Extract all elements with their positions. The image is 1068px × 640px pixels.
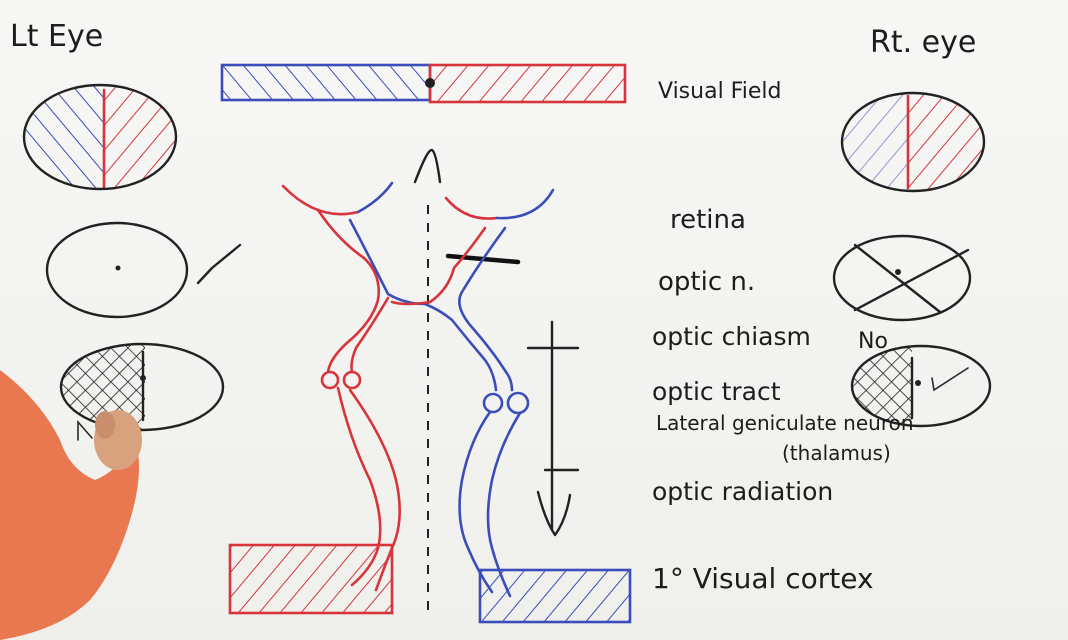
lgn-sub-label: (thalamus) bbox=[782, 441, 891, 465]
lgn-label: Lateral geniculate neuron bbox=[656, 411, 914, 435]
left-eye-intact bbox=[45, 221, 242, 319]
cross-icon bbox=[853, 243, 970, 314]
visual-cortex-label: 1° Visual cortex bbox=[652, 562, 874, 595]
right-temporal-fiber bbox=[458, 226, 514, 392]
optic-chiasm-label: optic chiasm bbox=[652, 322, 811, 351]
left-nasal-crossing-fiber bbox=[348, 218, 498, 392]
right-eye-title: Rt. eye bbox=[870, 25, 976, 60]
right-visual-field bbox=[428, 63, 627, 104]
right-optic-radiation bbox=[458, 410, 522, 598]
left-eye-title: Lt Eye bbox=[10, 19, 103, 54]
left-eye-deficit bbox=[59, 342, 225, 441]
nose-icon bbox=[413, 148, 442, 184]
left-retina-temporal bbox=[281, 184, 360, 216]
left-visual-field bbox=[220, 63, 432, 102]
right-eye-field bbox=[840, 91, 986, 193]
check-mark-icon bbox=[196, 243, 242, 285]
no-vision-mark: No bbox=[858, 329, 888, 354]
check-mark-icon bbox=[931, 367, 969, 392]
right-retina-temporal bbox=[495, 188, 555, 220]
right-nasal-crossing-fiber bbox=[390, 226, 487, 306]
right-lgn bbox=[482, 391, 530, 415]
optic-nerve-label: optic n. bbox=[658, 267, 755, 297]
presenter-hand bbox=[0, 370, 142, 640]
level-arrow bbox=[526, 320, 580, 537]
right-eye-blind bbox=[832, 234, 972, 322]
left-lgn bbox=[320, 370, 362, 390]
optic-radiation-label: optic radiation bbox=[652, 477, 833, 506]
left-eye-field bbox=[22, 83, 178, 191]
retina-label: retina bbox=[670, 205, 746, 235]
left-temporal-fiber bbox=[316, 208, 380, 374]
optic-tract-label: optic tract bbox=[652, 377, 781, 406]
fixation-point bbox=[425, 78, 435, 88]
left-optic-tract bbox=[350, 296, 390, 374]
left-retina-nasal bbox=[356, 181, 394, 214]
right-visual-cortex bbox=[478, 568, 632, 624]
visual-field-label: Visual Field bbox=[658, 79, 781, 104]
right-retina-nasal bbox=[444, 196, 499, 220]
visual-field-bar bbox=[220, 63, 627, 104]
left-visual-cortex bbox=[228, 543, 394, 615]
